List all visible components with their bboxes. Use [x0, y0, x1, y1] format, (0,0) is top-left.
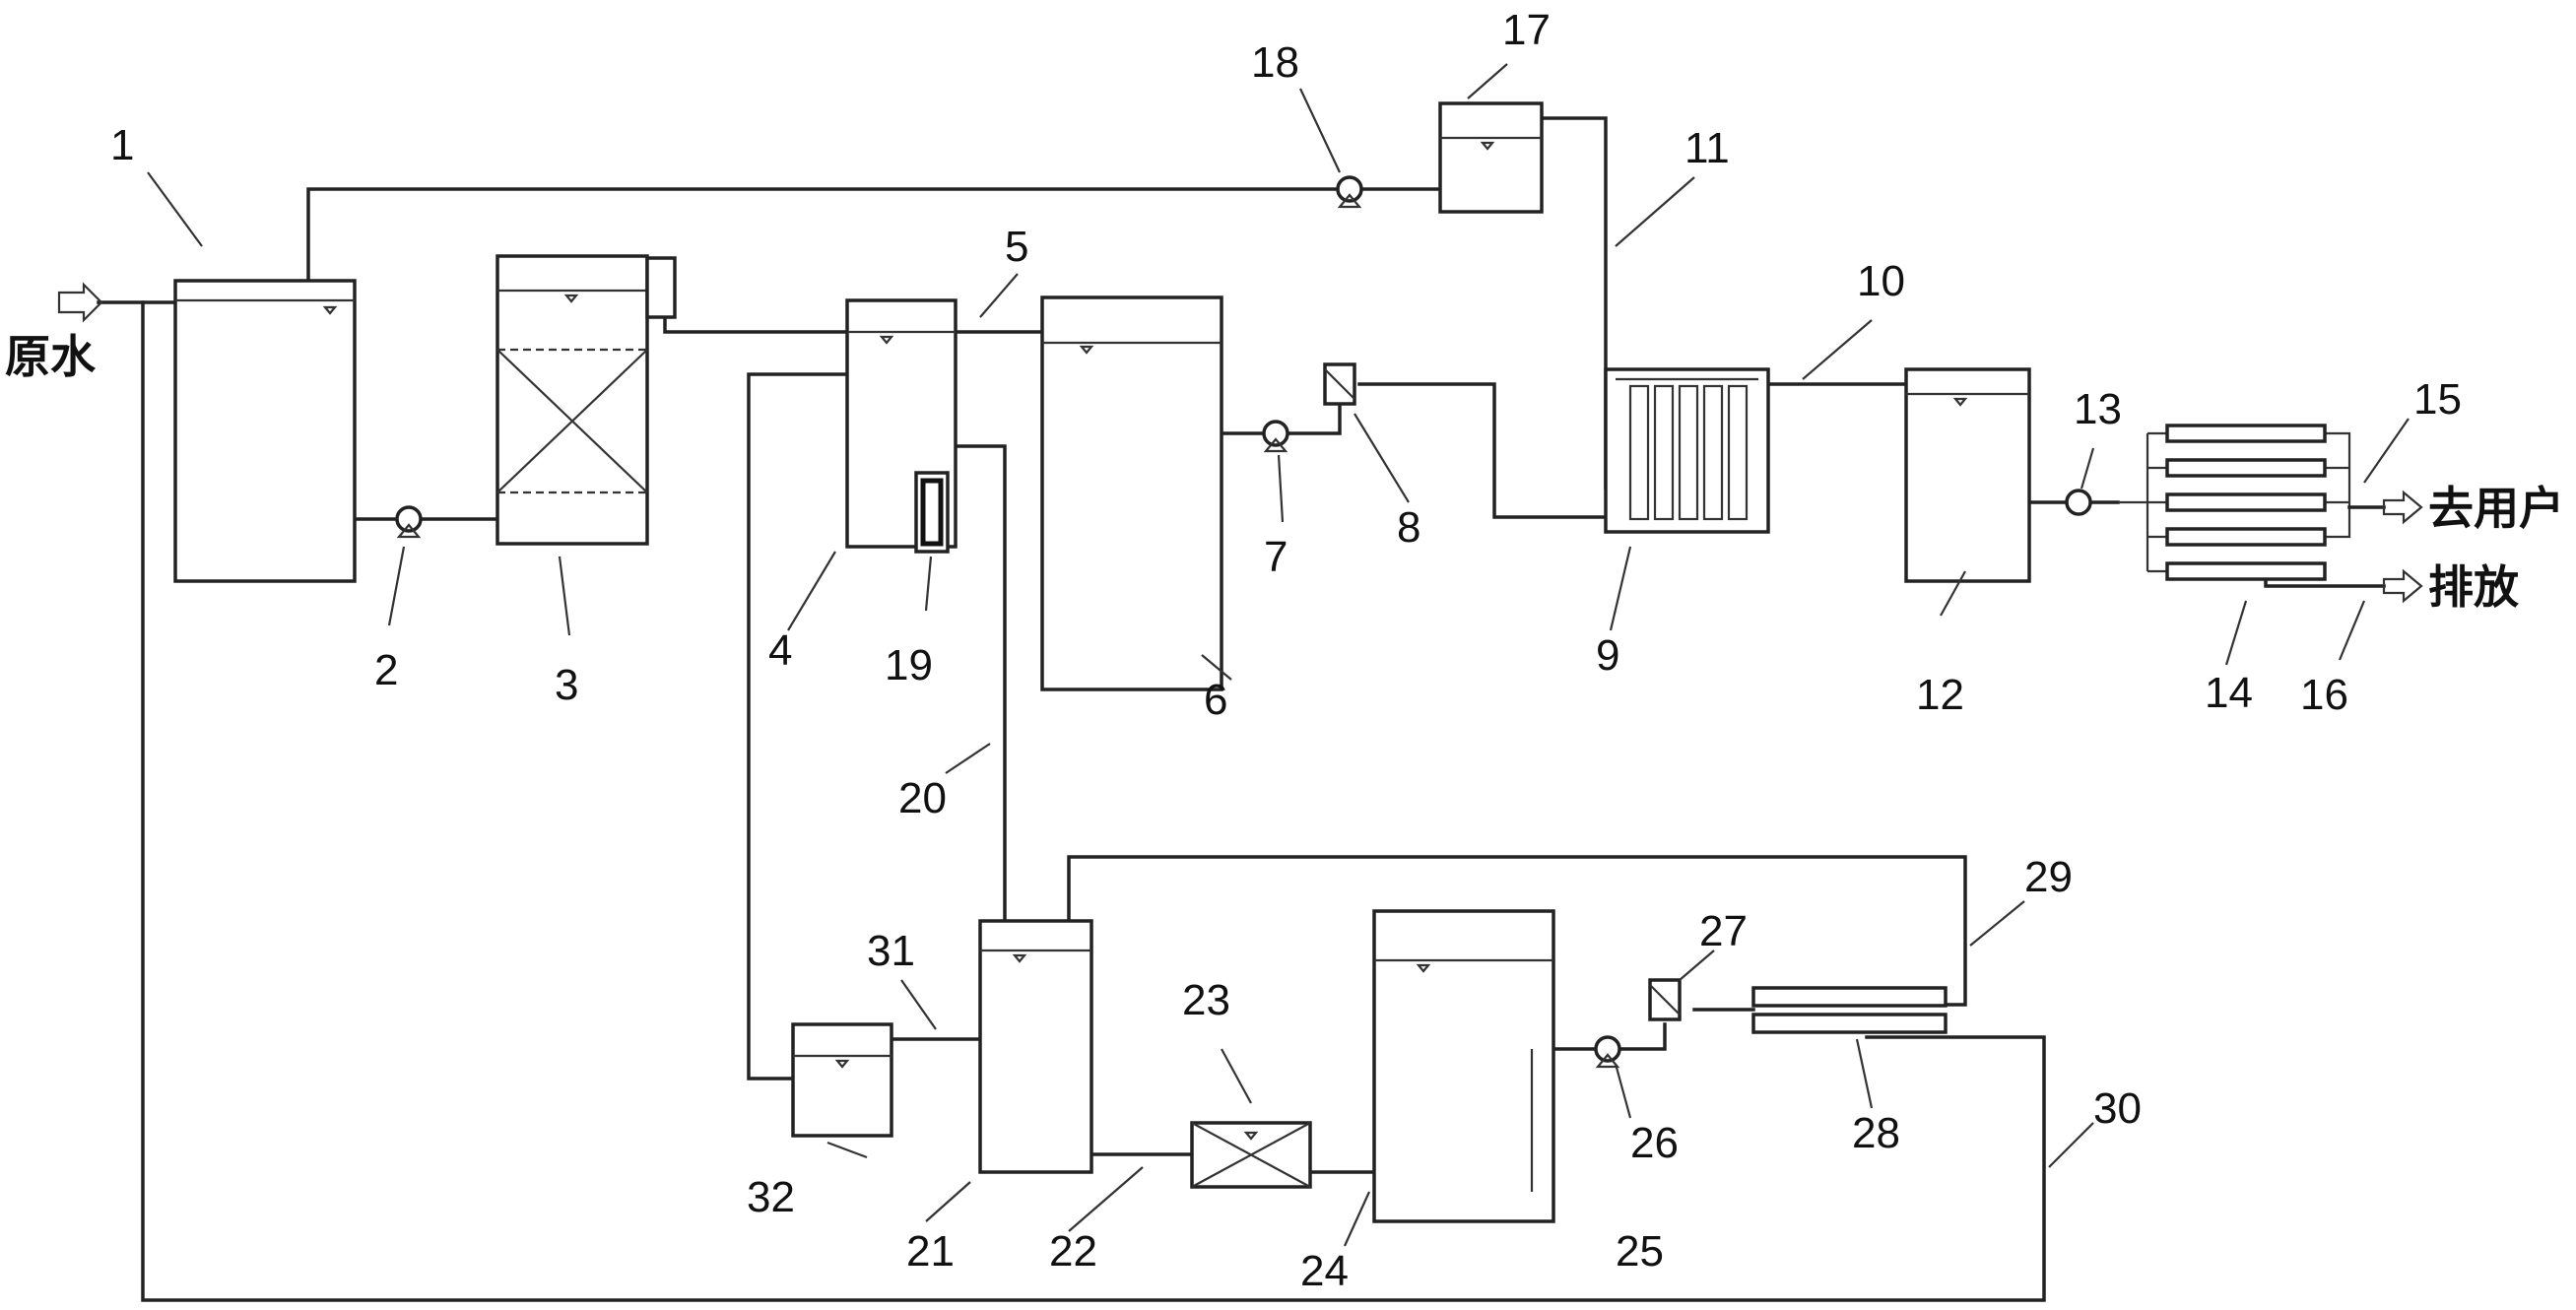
number-label: 25	[1616, 1227, 1664, 1276]
number-label: 20	[898, 774, 947, 822]
number-label: 19	[885, 641, 933, 689]
number-label: 9	[1596, 631, 1619, 680]
number-label: 11	[1684, 124, 1730, 172]
number-label: 8	[1397, 503, 1420, 552]
membrane-rack	[1604, 367, 1770, 534]
number-label: 22	[1049, 1227, 1097, 1276]
treatment-tank	[1372, 909, 1555, 1223]
cartridge-filter	[1323, 362, 1356, 406]
concentrate-tank	[978, 919, 1093, 1174]
outlet-arrow-discharge	[2382, 568, 2423, 604]
pump-icon	[2065, 489, 2092, 516]
leader-lines	[147, 63, 2410, 1247]
to-user-label: 去用户	[2428, 482, 2564, 535]
number-label: 29	[2024, 853, 2073, 901]
number-label: 12	[1916, 671, 1964, 719]
chemical-tank	[791, 1022, 893, 1138]
inlet-arrow	[57, 282, 103, 323]
cartridge-filter	[1648, 978, 1682, 1021]
number-label: 14	[2205, 669, 2253, 717]
pump-icon	[1336, 175, 1363, 209]
membrane-module	[914, 471, 950, 554]
number-label: 4	[768, 626, 792, 675]
number-label: 15	[2413, 375, 2462, 424]
number-label: 28	[1852, 1109, 1900, 1157]
number-label: 13	[2074, 385, 2122, 433]
number-label: 17	[1502, 6, 1551, 54]
number-label: 2	[374, 646, 398, 694]
number-label: 32	[747, 1173, 795, 1221]
storage-tank	[1040, 295, 1223, 691]
pump-icon	[395, 505, 423, 539]
number-label: 6	[1204, 676, 1227, 724]
outlet-arrow-user	[2382, 490, 2423, 525]
pump-icon	[1594, 1035, 1621, 1069]
pump-icon	[1262, 420, 1289, 453]
number-label: 24	[1300, 1247, 1349, 1295]
filter-tank	[495, 254, 677, 546]
reactor	[1190, 1121, 1312, 1189]
number-label: 18	[1251, 38, 1299, 87]
number-label: 30	[2093, 1084, 2142, 1133]
ro-module-bank	[2165, 424, 2327, 581]
number-label: 10	[1857, 257, 1905, 305]
number-label: 1	[110, 121, 134, 169]
discharge-label: 排放	[2428, 560, 2519, 614]
number-label: 7	[1264, 533, 1288, 581]
ro-module	[1751, 986, 1948, 1034]
number-label: 16	[2300, 671, 2348, 719]
number-label: 21	[906, 1227, 955, 1276]
number-label: 27	[1699, 907, 1748, 955]
number-label: 26	[1630, 1119, 1679, 1167]
number-label: 23	[1182, 976, 1230, 1024]
number-label: 5	[1005, 223, 1028, 271]
product-tank	[1904, 367, 2031, 583]
cleaning-tank	[1438, 101, 1544, 214]
number-label: 31	[867, 927, 915, 975]
raw-water-label: 原水	[5, 330, 97, 383]
number-label: 3	[555, 661, 578, 709]
raw-water-tank	[173, 279, 357, 583]
